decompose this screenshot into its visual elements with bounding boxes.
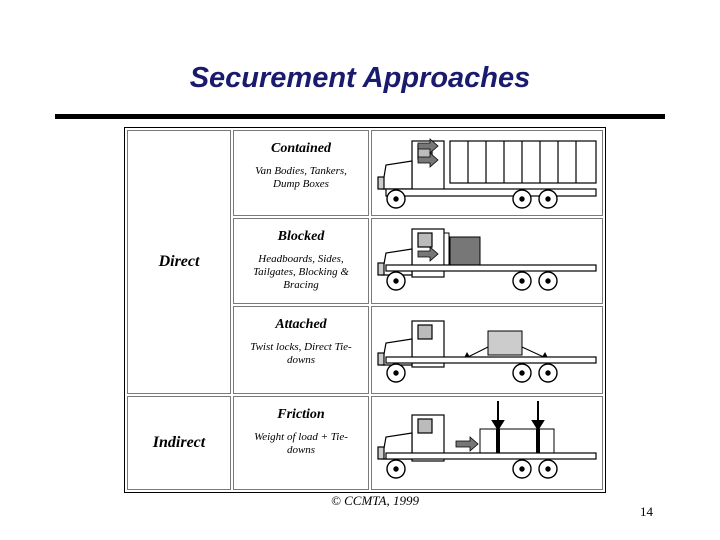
row-desc-line: downs — [286, 444, 316, 456]
row-desc-line: Twist locks, Direct Tie- — [250, 341, 352, 353]
page-number: 14 — [640, 504, 653, 519]
row-heading: Contained — [271, 141, 331, 156]
copyright-notice: © CCMTA, 1999 — [330, 493, 419, 508]
row-desc-line: Weight of load + Tie- — [254, 431, 348, 443]
flatbed-deck — [385, 264, 597, 272]
category-indirect-label: Indirect — [152, 434, 206, 451]
category-indirect: Indirect — [127, 396, 231, 490]
row-contained-desc: Contained Van Bodies, Tankers,Dump Boxes — [233, 130, 369, 216]
title-rule — [55, 114, 665, 119]
truck-frame — [385, 188, 597, 197]
blocked-truck-cell — [371, 218, 603, 304]
truck-wheels — [386, 189, 558, 209]
row-attached-desc: Attached Twist locks, Direct Tie-downs — [233, 306, 369, 394]
headboard — [443, 232, 450, 266]
cargo-container — [487, 330, 523, 356]
row-heading: Blocked — [277, 229, 325, 244]
cargo-block — [449, 236, 481, 266]
row-heading: Attached — [275, 317, 327, 332]
category-direct: Direct — [127, 130, 231, 394]
row-heading: Friction — [277, 407, 325, 422]
downforce-arrows — [491, 401, 545, 431]
cargo-load — [479, 428, 555, 454]
contained-truck-cell — [371, 130, 603, 216]
flatbed-tiedown-truck-illustration — [377, 320, 597, 383]
category-direct-label: Direct — [158, 253, 200, 270]
row-desc-line: Headboards, Sides, — [258, 253, 344, 265]
truck-wheels — [386, 363, 558, 383]
truck-wheels — [386, 271, 558, 291]
row-friction-desc: Friction Weight of load + Tie-downs — [233, 396, 369, 490]
slide-title: Securement Approaches — [189, 62, 531, 94]
friction-truck-cell — [371, 396, 603, 490]
dump-box — [449, 140, 597, 184]
row-desc-line: Tailgates, Blocking & — [253, 266, 349, 278]
attached-truck-cell — [371, 306, 603, 394]
row-desc-line: Bracing — [283, 279, 319, 291]
cargo-arrows — [417, 138, 439, 168]
flatbed-deck — [385, 452, 597, 460]
row-blocked-desc: Blocked Headboards, Sides,Tailgates, Blo… — [233, 218, 369, 304]
dump-truck-illustration — [377, 138, 597, 209]
truck-wheels — [386, 459, 558, 479]
row-desc-line: downs — [286, 354, 316, 366]
flatbed-headboard-truck-illustration — [377, 228, 597, 291]
securement-table: Direct Indirect Contained Van Bodies, Ta… — [124, 127, 606, 493]
flatbed-friction-truck-illustration — [377, 401, 597, 479]
flatbed-deck — [385, 356, 597, 364]
row-desc-line: Van Bodies, Tankers, — [255, 165, 347, 177]
tie-straps — [496, 429, 540, 453]
row-desc-line: Dump Boxes — [273, 178, 329, 190]
cargo-arrow — [417, 246, 439, 262]
cargo-arrow — [455, 436, 479, 452]
